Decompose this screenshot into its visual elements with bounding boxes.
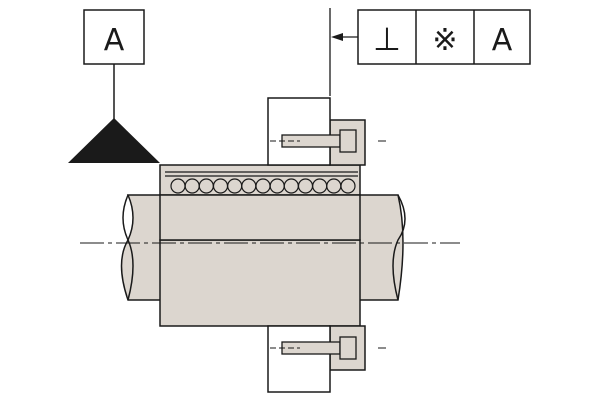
bearing-ball bbox=[241, 178, 257, 194]
sleeve bbox=[159, 194, 361, 241]
shaft-break-right bbox=[392, 194, 406, 301]
bearing-ball bbox=[297, 178, 314, 194]
tolerance-value: ※ bbox=[432, 23, 457, 58]
bearing-ball bbox=[212, 178, 229, 194]
ball-row bbox=[170, 178, 356, 194]
retainer bbox=[165, 171, 358, 177]
datum-label-box bbox=[83, 9, 145, 65]
bearing-ball bbox=[198, 178, 214, 194]
bearing-ball bbox=[269, 178, 285, 194]
datum-triangle-icon bbox=[68, 118, 160, 163]
datum-letter: A bbox=[104, 23, 125, 58]
outer-shell-body bbox=[159, 239, 361, 327]
bearing-ball bbox=[312, 178, 328, 194]
perpendicularity-icon: ⊥ bbox=[373, 20, 401, 58]
bearing-ball bbox=[255, 178, 271, 194]
bolt-upper bbox=[270, 129, 357, 153]
leader-arrow-icon bbox=[331, 33, 343, 41]
fcf-leader bbox=[329, 8, 358, 96]
bolt-lower bbox=[270, 336, 357, 360]
datum-symbol: A bbox=[68, 9, 160, 163]
bearing-ball bbox=[227, 178, 243, 194]
fcf-border bbox=[357, 9, 531, 65]
shaft-break-left bbox=[122, 194, 134, 301]
bearing-ball bbox=[326, 178, 342, 194]
housing bbox=[159, 97, 366, 393]
bearing-ball bbox=[184, 178, 200, 194]
mounting-plate-upper bbox=[267, 97, 331, 166]
bearing-ball bbox=[170, 178, 186, 194]
feature-control-frame: ⊥ ※ A bbox=[357, 9, 531, 65]
bearing-ball bbox=[283, 178, 299, 194]
mounting-plate-lower bbox=[267, 325, 331, 393]
bearing-ball bbox=[340, 178, 356, 194]
fcf-datum-reference: A bbox=[492, 23, 513, 58]
